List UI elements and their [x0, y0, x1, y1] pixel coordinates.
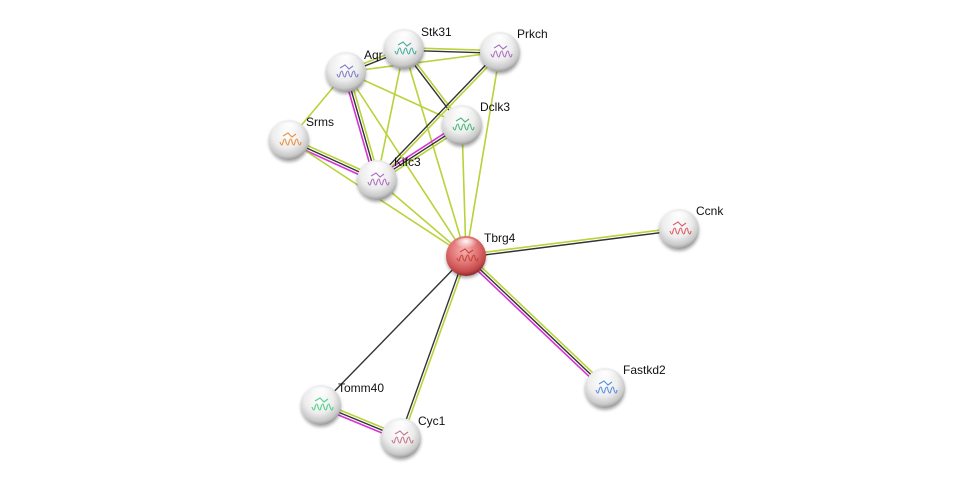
edge-line-coexpression [399, 255, 466, 438]
node-aqr[interactable]: Aqr [326, 48, 383, 92]
edge-line-textmining [465, 51, 501, 257]
node-kifc3[interactable]: Kifc3 [357, 155, 421, 200]
node-highlight [449, 107, 475, 123]
node-highlight [487, 34, 513, 50]
node-label: Stk31 [421, 25, 452, 39]
node-label: Aqr [364, 48, 383, 62]
edge-line-coexpression [375, 50, 500, 180]
node-dclk3[interactable]: Dclk3 [442, 100, 510, 145]
edge-line-textmining [461, 124, 467, 257]
edge-tbrg4-ccnk[interactable] [465, 226, 680, 258]
node-highlight [453, 238, 479, 254]
edge-prkch-kifc3[interactable] [375, 50, 502, 182]
edge-line-textmining [345, 71, 463, 126]
edge-dclk3-tbrg4[interactable] [461, 124, 467, 257]
edge-tbrg4-fastkd2[interactable] [463, 253, 608, 391]
node-highlight [388, 420, 414, 436]
node-label: Kifc3 [394, 155, 421, 169]
edge-line-textmining [403, 48, 467, 257]
edge-line-textmining [467, 253, 608, 387]
node-label: Prkch [517, 27, 548, 41]
edge-stk31-kifc3[interactable] [376, 48, 405, 181]
edge-prkch-tbrg4[interactable] [465, 51, 501, 257]
edge-stk31-tbrg4[interactable] [403, 48, 467, 257]
node-highlight [364, 162, 390, 178]
edge-aqr-prkch[interactable] [345, 51, 501, 73]
node-label: Dclk3 [480, 100, 510, 114]
node-cyc1[interactable]: Cyc1 [381, 414, 446, 458]
edge-tbrg4-cyc1[interactable] [399, 255, 468, 439]
node-label: Fastkd2 [623, 363, 666, 377]
node-label: Srms [306, 115, 334, 129]
node-srms[interactable]: Srms [269, 115, 334, 160]
edge-line-textmining [465, 226, 679, 256]
node-ccnk[interactable]: Ccnk [659, 204, 724, 249]
node-label: Ccnk [696, 204, 724, 218]
node-stk31[interactable]: Stk31 [384, 25, 452, 69]
node-label: Cyc1 [418, 414, 446, 428]
node-label: Tomm40 [338, 381, 384, 395]
node-tomm40[interactable]: Tomm40 [301, 381, 384, 425]
edge-tbrg4-tomm40[interactable] [320, 255, 467, 406]
node-tbrg4[interactable]: Tbrg4 [446, 231, 516, 276]
node-fastkd2[interactable]: Fastkd2 [585, 363, 666, 408]
edge-line-experimental [463, 257, 604, 391]
node-highlight [308, 387, 334, 403]
node-highlight [592, 370, 618, 386]
edge-aqr-dclk3[interactable] [345, 71, 463, 126]
node-label: Tbrg4 [484, 231, 516, 245]
edge-line-coexpression [466, 229, 680, 258]
node-highlight [276, 122, 302, 138]
node-prkch[interactable]: Prkch [480, 27, 548, 72]
edge-line-coexpression [465, 255, 606, 389]
node-highlight [333, 54, 359, 70]
node-highlight [666, 211, 692, 227]
edge-line-textmining [401, 256, 468, 439]
edge-line-textmining [377, 52, 502, 182]
edge-line-textmining [376, 48, 405, 181]
node-highlight [391, 31, 417, 47]
edge-line-coexpression [320, 255, 467, 406]
edge-line-textmining [345, 51, 501, 73]
